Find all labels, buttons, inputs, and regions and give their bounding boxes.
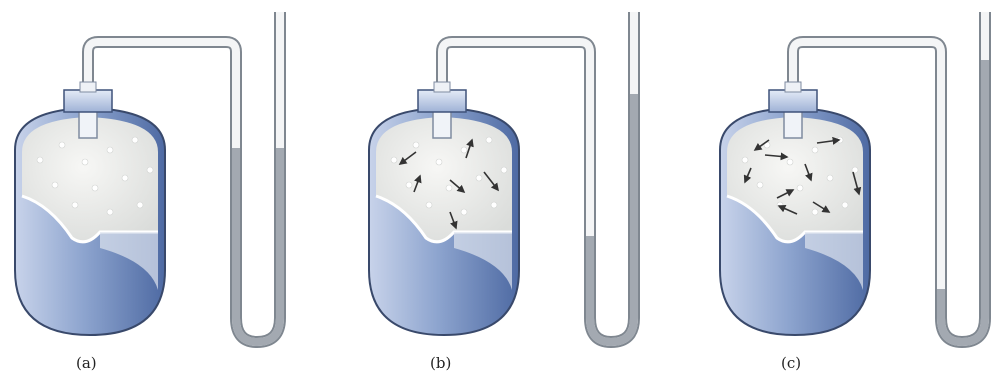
panel-b: (b) (369, 12, 638, 372)
left-column-liquid (232, 148, 240, 318)
left-column-liquid (937, 289, 945, 318)
panel-c-label: (c) (781, 354, 801, 372)
stopcock (769, 90, 817, 112)
left-column-liquid (586, 236, 594, 318)
flask (369, 82, 519, 335)
stopcock (418, 90, 466, 112)
right-column-liquid (630, 94, 638, 318)
stopcock (64, 90, 112, 112)
panel-a: (a) (15, 12, 284, 372)
panel-a-label: (a) (76, 354, 97, 372)
flask (15, 82, 165, 335)
panel-c: (c) (720, 12, 989, 372)
panel-b-label: (b) (430, 354, 451, 372)
flask (720, 82, 870, 335)
right-column-liquid (981, 60, 989, 318)
right-column-liquid (276, 148, 284, 318)
